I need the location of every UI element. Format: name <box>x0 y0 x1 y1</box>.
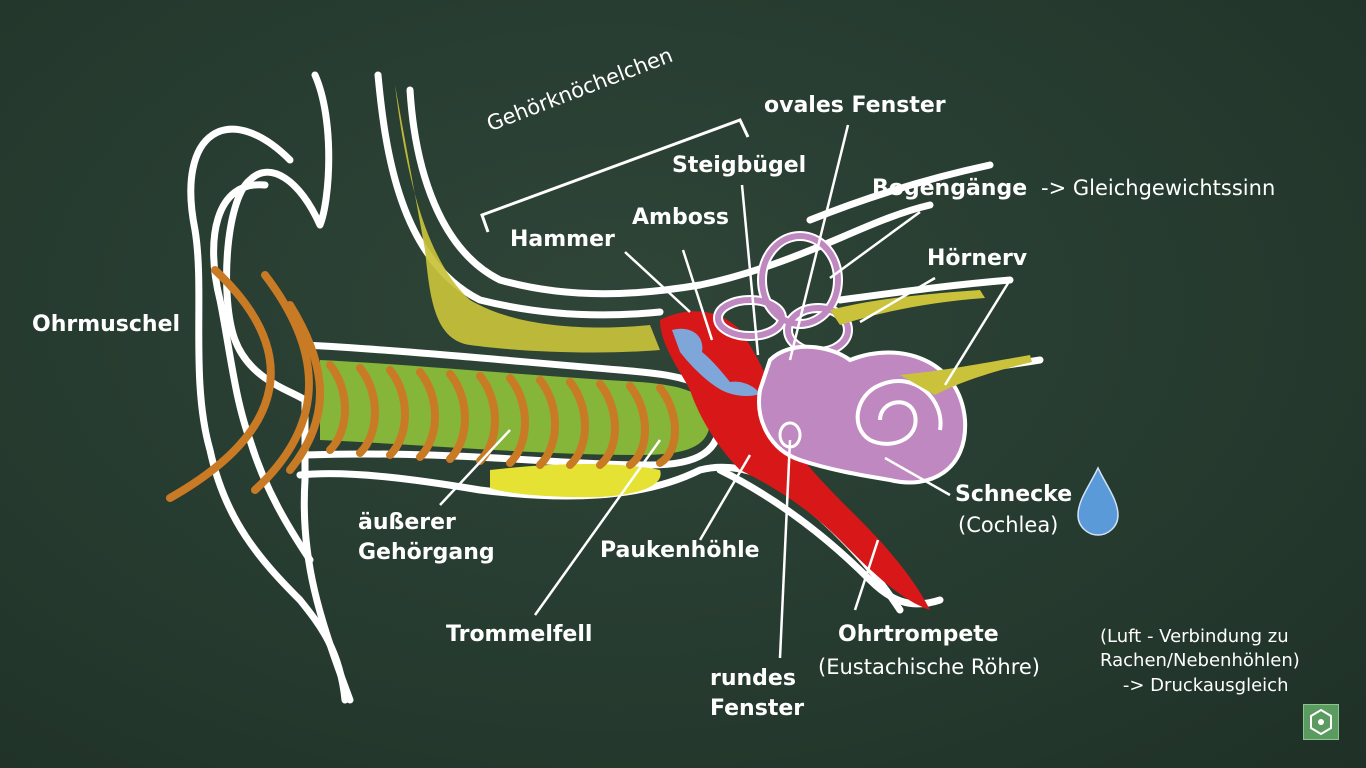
tube-outer <box>716 466 944 608</box>
ohrmuschel-inner <box>210 181 314 564</box>
water-drop-icon <box>1077 466 1119 536</box>
canal-upper-outer <box>374 71 664 319</box>
sound-waves <box>166 266 679 502</box>
skull-line-2 <box>806 161 994 224</box>
skull-line <box>406 86 934 298</box>
label-cochlea: (Cochlea) <box>958 513 1059 537</box>
logo-hexagon <box>1310 708 1332 736</box>
gehoerknoechelchen-bracket <box>480 118 750 233</box>
label-rundes-fenster: rundes Fenster <box>710 666 805 721</box>
label-bogengaenge: Bogengänge <box>872 176 1028 201</box>
label-hammer: Hammer <box>510 227 615 252</box>
label-trommelfell: Trommelfell <box>446 622 593 647</box>
label-hoernerv: Hörnerv <box>927 246 1028 271</box>
ossicles <box>672 328 760 396</box>
cochlea-spiral <box>855 379 943 446</box>
label-paukenhoehle: Paukenhöhle <box>600 538 760 563</box>
label-gleichgewichtssinn: -> Gleichgewichtssinn <box>1041 176 1276 200</box>
leader-lines <box>439 124 1012 659</box>
label-aeusserer-gehoergang: äußerer Gehörgang <box>358 510 495 565</box>
hoernerv-lower <box>900 355 1032 395</box>
label-steigbuegel: Steigbügel <box>672 153 807 178</box>
label-schnecke: Schnecke <box>955 482 1073 507</box>
label-amboss: Amboss <box>632 205 730 230</box>
label-ovales-fenster: ovales Fenster <box>764 93 946 118</box>
label-ohrmuschel: Ohrmuschel <box>32 312 181 337</box>
label-eustachische-roehre: (Eustachische Röhre) <box>818 655 1040 679</box>
label-ohrtrompete: Ohrtrompete <box>838 622 999 647</box>
nerve-outline-1 <box>836 276 1014 304</box>
cartilage-lower <box>490 464 661 498</box>
bogengaenge <box>715 233 851 355</box>
label-note-druckausgleich: (Luft - Verbindung zu Rachen/Nebenhöhlen… <box>1100 626 1300 696</box>
ohrmuschel-outline <box>187 125 349 704</box>
logo-icon <box>1303 704 1339 740</box>
